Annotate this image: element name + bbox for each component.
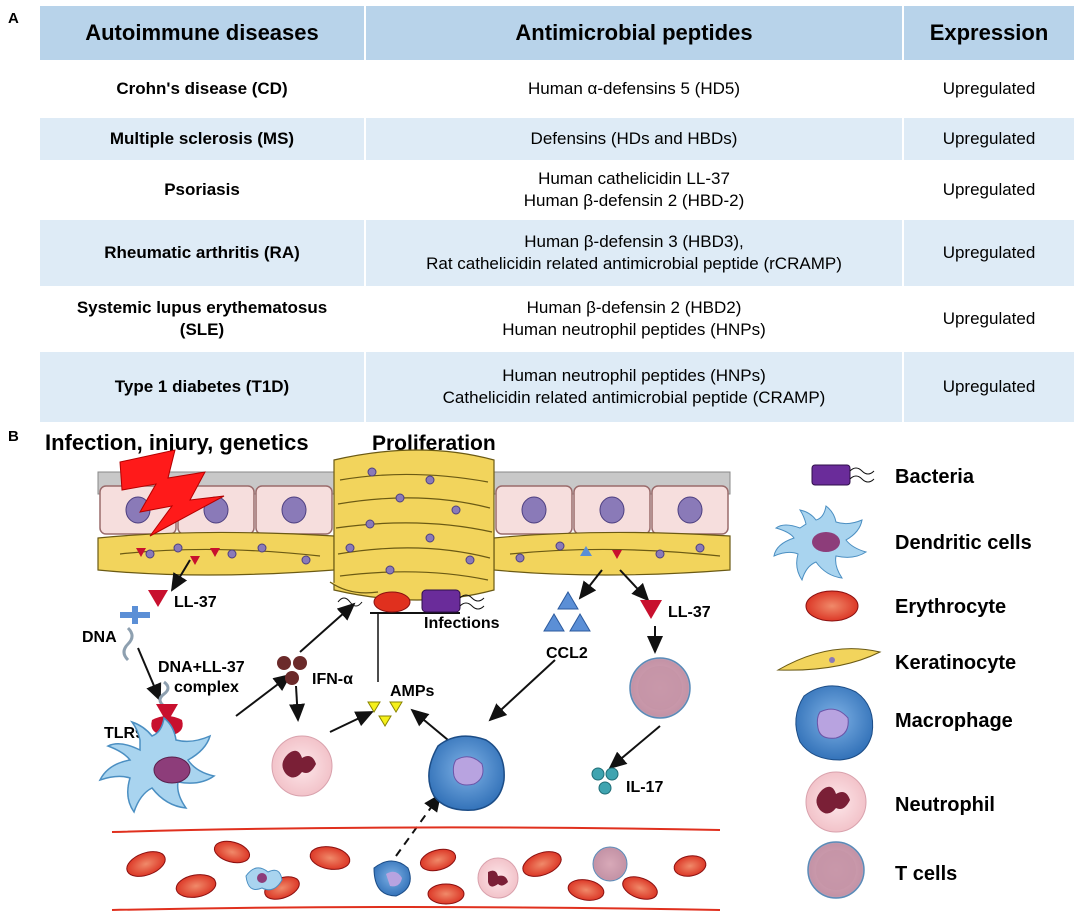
legend-macrophage-icon <box>795 685 874 761</box>
label-tlr9: TLR9 <box>104 725 144 742</box>
legend-keratinocyte-icon <box>776 648 882 671</box>
disease-cell: Psoriasis <box>40 160 366 220</box>
title-proliferation: Proliferation <box>372 432 496 455</box>
dna-marker-icon <box>120 606 150 624</box>
label-ifn: IFN-α <box>312 671 353 688</box>
header-expression: Expression <box>903 6 1074 60</box>
infection-bacteria-icon <box>421 589 461 613</box>
expression-cell: Upregulated <box>942 180 1036 199</box>
peptide-cell: Defensins (HDs and HBDs) <box>365 118 904 160</box>
panel-b-letter: B <box>8 428 19 445</box>
legend-erythrocyte-icon <box>805 590 859 622</box>
psoriasis-pathway-diagram: Infection, injury, genetics Proliferatio… <box>45 430 1032 911</box>
disease-cell: Multiple sclerosis (MS) <box>40 118 366 160</box>
legend-neutrophil-icon <box>805 771 867 833</box>
header-peptides: Antimicrobial peptides <box>365 6 904 60</box>
legend-label: Dendritic cells <box>895 532 1032 554</box>
legend-label: Erythrocyte <box>895 596 1006 618</box>
pathway-arrows <box>137 559 663 857</box>
expression-cell: Upregulated <box>942 79 1036 98</box>
expression-cell: Upregulated <box>903 118 1074 160</box>
peptide-cell: Human α-defensins 5 (HD5) <box>365 60 904 118</box>
legend-label: Macrophage <box>895 710 1013 732</box>
table-row: Rheumatic arthritis (RA) Human β-defensi… <box>40 220 1074 286</box>
injury-lightning-icon <box>119 449 225 537</box>
expression-cell: Upregulated <box>942 309 1036 328</box>
legend-label: Keratinocyte <box>895 652 1016 674</box>
neutrophil-cell <box>271 735 333 797</box>
blood-vessel <box>111 826 721 911</box>
label-il17: IL-17 <box>626 779 663 796</box>
legend-t-cell-icon <box>807 841 865 899</box>
label-complex-2: complex <box>174 679 239 696</box>
table-header-row: Autoimmune diseases Antimicrobial peptid… <box>40 6 1074 60</box>
il17-icon <box>591 767 619 795</box>
table-row: Crohn's disease (CD) Human α-defensins 5… <box>40 60 1074 118</box>
expression-cell: Upregulated <box>903 220 1074 286</box>
dendritic-cell <box>98 716 216 814</box>
legend-label: Bacteria <box>895 466 975 488</box>
disease-cell: Rheumatic arthritis (RA) <box>40 220 366 286</box>
ll37-in-epidermis <box>136 548 622 565</box>
disease-cell: Crohn's disease (CD) <box>40 60 366 118</box>
label-ccl2: CCL2 <box>546 645 588 662</box>
table-row: Systemic lupus erythematosus(SLE) Human … <box>40 286 1074 352</box>
legend-bacteria-icon <box>811 464 851 486</box>
legend-label: Neutrophil <box>895 794 995 816</box>
keratinocyte-nuclei <box>145 467 705 575</box>
legend-label: T cells <box>895 863 957 885</box>
ccl2-in-epidermis <box>580 546 592 556</box>
table-row: Multiple sclerosis (MS) Defensins (HDs a… <box>40 118 1074 160</box>
amps-icon <box>367 701 403 727</box>
title-triggers: Infection, injury, genetics <box>45 430 309 455</box>
label-ll37-left: LL-37 <box>174 594 217 611</box>
ifn-alpha-icon <box>277 656 307 685</box>
ll37-right-icon <box>640 600 662 619</box>
amp-expression-table: Autoimmune diseases Antimicrobial peptid… <box>40 6 1074 422</box>
label-dna: DNA <box>82 629 117 646</box>
legend: Bacteria Dendritic cells Erythrocyte Ker… <box>773 464 1032 899</box>
t-cell <box>629 657 691 719</box>
macrophage-cell <box>428 735 505 811</box>
label-infections: Infections <box>424 615 500 632</box>
ccl2-icon <box>543 591 591 632</box>
peptide-cell: Human β-defensin 3 (HBD3),Rat cathelicid… <box>365 220 904 286</box>
label-amps: AMPs <box>390 683 435 700</box>
tlr9-ligand-icon <box>156 704 178 723</box>
infection-erythrocyte-icon <box>373 591 411 613</box>
disease-cell: Type 1 diabetes (T1D) <box>40 352 366 422</box>
label-complex-1: DNA+LL-37 <box>158 659 245 676</box>
header-diseases: Autoimmune diseases <box>40 6 366 60</box>
peptide-cell: Human β-defensin 2 (HBD2)Human neutrophi… <box>365 286 904 352</box>
disease-cell: Systemic lupus erythematosus(SLE) <box>40 286 366 352</box>
legend-dendritic-cell-icon <box>773 505 868 582</box>
ll37-left-icon <box>148 590 168 607</box>
expression-cell: Upregulated <box>903 352 1074 422</box>
label-ll37-right: LL-37 <box>668 604 711 621</box>
peptide-cell: Human neutrophil peptides (HNPs)Cathelic… <box>365 352 904 422</box>
keratinocyte-layer <box>97 449 731 601</box>
dna-strand-icon <box>122 626 134 662</box>
table-row: Type 1 diabetes (T1D) Human neutrophil p… <box>40 352 1074 422</box>
panel-a-letter: A <box>8 10 19 27</box>
